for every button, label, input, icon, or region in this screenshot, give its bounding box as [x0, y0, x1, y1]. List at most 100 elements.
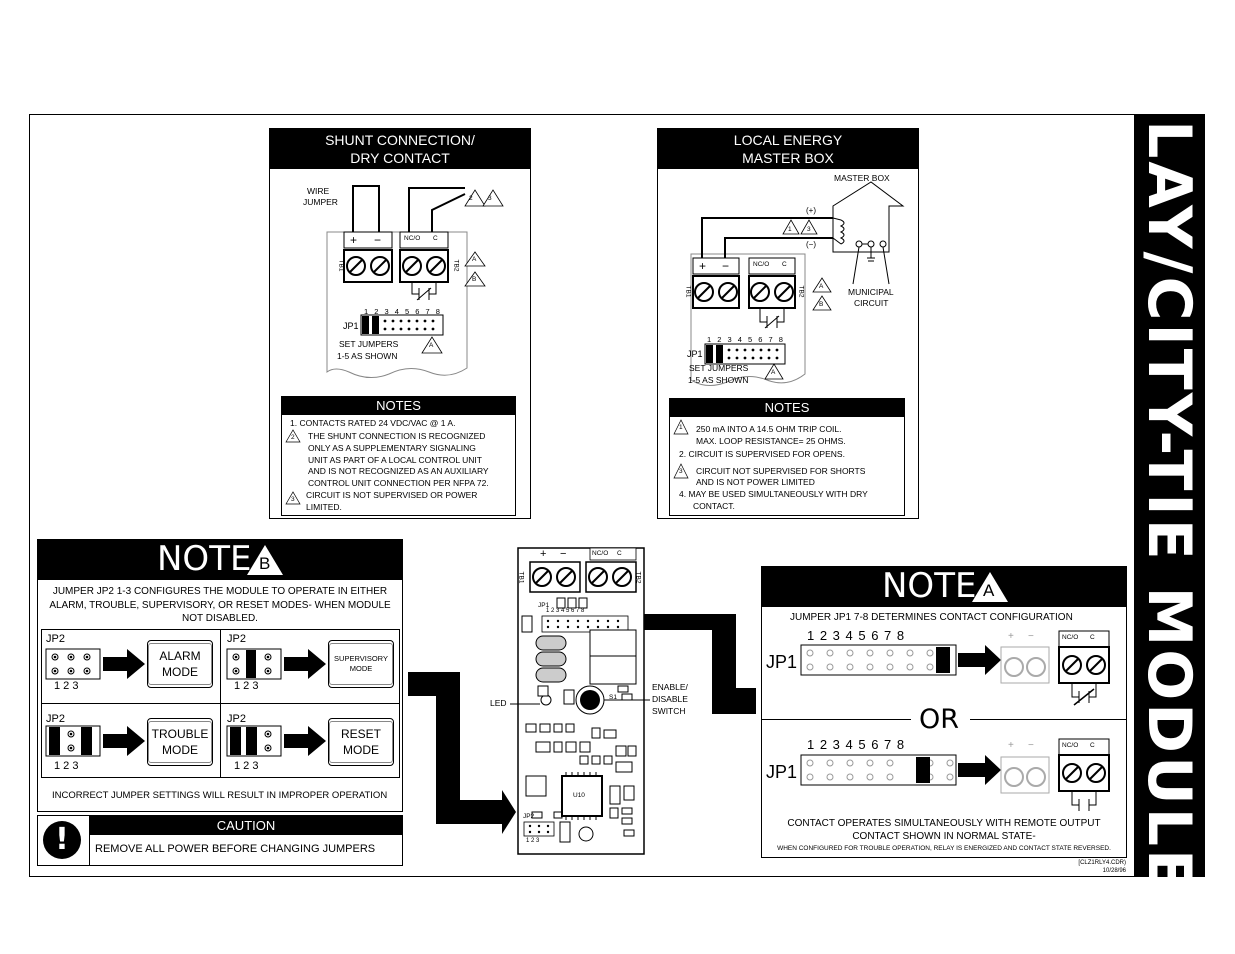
shunt-note-3-l1: CIRCUIT IS NOT SUPERVISED OR POWER: [306, 490, 478, 500]
shunt-note-3-l2: LIMITED.: [306, 502, 342, 512]
caution-header: CAUTION: [90, 816, 402, 835]
local-tb2-c: C: [782, 261, 787, 268]
note-b-desc-1: JUMPER JP2 1-3 CONFIGURES THE MODULE TO …: [52, 586, 388, 597]
trouble-mode-l2: MODE: [162, 743, 198, 757]
shunt-set-jumpers-1: SET JUMPERS: [339, 339, 399, 349]
local-note-3-l2: AND IS NOT POWER LIMITED: [696, 477, 815, 487]
local-tri-a: A: [819, 283, 824, 290]
shunt-tri-3: 3: [488, 195, 492, 202]
local-set-jumpers-1: SET JUMPERS: [689, 363, 749, 373]
shunt-title-line2: DRY CONTACT: [350, 150, 450, 166]
config1-minus: −: [1028, 631, 1034, 642]
shunt-note-2-l1: THE SHUNT CONNECTION IS RECOGNIZED: [308, 431, 486, 441]
u10-label: U10: [573, 792, 585, 799]
caution-divider: [89, 815, 90, 866]
jp1-configurations: [800, 630, 1110, 811]
local-tri-b: B: [819, 301, 824, 308]
local-tb2-nco: NC/O: [753, 261, 770, 268]
caution-exclaim-icon: !: [43, 821, 81, 859]
note-a-footer-1: CONTACT OPERATES SIMULTANEOUSLY WITH REM…: [787, 818, 1101, 829]
drawing-ref: [CLZ1RLY4.CDR): [1078, 860, 1126, 866]
title-sidebar: [1134, 114, 1205, 877]
shunt-notes-triangles: [285, 429, 301, 505]
shunt-connection-panel: SHUNT CONNECTION/ DRY CONTACT: [269, 128, 531, 519]
grid-divider-horizontal: [41, 703, 400, 704]
supervisory-mode-l2: MODE: [349, 664, 373, 673]
wire-jumper-label-1: WIRE: [307, 186, 330, 196]
shunt-jp1-label: JP1: [343, 321, 359, 331]
jp2-trouble-label: JP2: [46, 713, 65, 725]
config1-nco: NC/O: [1062, 634, 1079, 641]
municipal-label-2: CIRCUIT: [854, 298, 889, 308]
local-title-line2: MASTER BOX: [742, 150, 834, 166]
board-nco: NC/O: [592, 550, 609, 557]
local-jp-numbers: 1 2 3 4 5 6 7 8: [707, 335, 785, 344]
local-tb1-minus: −: [722, 259, 730, 273]
local-tri-1: 1: [788, 226, 792, 233]
shunt-note-2-l5: CONTROL UNIT CONNECTION PER NFPA 72.: [308, 478, 489, 488]
config2-c: C: [1090, 742, 1095, 749]
jp2-alarm-nums: 1 2 3: [54, 680, 79, 692]
local-note-tri-1: 1: [679, 424, 683, 431]
shunt-note-1: 1. CONTACTS RATED 24 VDC/VAC @ 1 A.: [290, 418, 456, 428]
municipal-label-1: MUNICIPAL: [848, 287, 894, 297]
shunt-panel-header: SHUNT CONNECTION/ DRY CONTACT: [270, 129, 530, 169]
shunt-note-tri-2: 2: [291, 434, 295, 441]
jp2-supervisory-nums: 1 2 3: [234, 680, 259, 692]
local-notes-box: NOTES: [669, 398, 905, 516]
board-c: C: [617, 550, 622, 557]
tb1-label: TB1: [337, 259, 345, 272]
sidebar-title: RELAY/CITY-TIE MODULE: [1134, 26, 1204, 894]
note-b-badge: B: [259, 554, 271, 573]
local-note-1-l1: 250 mA INTO A 14.5 OHM TRIP COIL.: [696, 424, 842, 434]
tb2-label: TB2: [452, 259, 460, 272]
incorrect-settings-warning: INCORRECT JUMPER SETTINGS WILL RESULT IN…: [52, 790, 388, 801]
config2-minus: −: [1028, 740, 1034, 751]
local-panel-header: LOCAL ENERGY MASTER BOX: [658, 129, 918, 169]
local-tb1-label: TB1: [684, 285, 692, 298]
note-a-desc: JUMPER JP1 7-8 DETERMINES CONTACT CONFIG…: [790, 612, 1073, 623]
jp2-trouble-nums: 1 2 3: [54, 760, 79, 772]
drawing-date: 10/28/96: [1102, 868, 1126, 874]
note-a-header: NOTE: [761, 566, 1127, 607]
local-note-4-l2: CONTACT.: [693, 501, 735, 511]
tb1-plus: +: [350, 233, 358, 247]
local-note-1-l2: MAX. LOOP RESISTANCE= 25 OHMS.: [696, 436, 846, 446]
config2-plus: +: [1008, 740, 1014, 751]
shunt-set-tri-a: A: [429, 342, 434, 349]
shunt-note-2-l2: ONLY AS A SUPPLEMENTARY SIGNALING: [308, 443, 476, 453]
jp2-supervisory-label: JP2: [227, 633, 246, 645]
local-note-tri-3: 3: [679, 468, 683, 475]
note-a-footer-2: CONTACT SHOWN IN NORMAL STATE-: [852, 831, 1036, 842]
or-label: OR: [919, 704, 960, 735]
local-note-4-l1: 4. MAY BE USED SIMULTANEOUSLY WITH DRY: [679, 489, 868, 499]
local-jp1-label: JP1: [687, 349, 703, 359]
local-note-2: 2. CIRCUIT IS SUPERVISED FOR OPENS.: [679, 449, 845, 459]
shunt-note-2-l3: UNIT AS PART OF A LOCAL CONTROL UNIT: [308, 455, 482, 465]
shunt-title-line1: SHUNT CONNECTION/: [325, 132, 475, 148]
config1-c: C: [1090, 634, 1095, 641]
local-note-3-l1: CIRCUIT NOT SUPERVISED FOR SHORTS: [696, 466, 866, 476]
jp1-config2-nums: 1 2 3 4 5 6 7 8: [807, 737, 905, 752]
jp1-config2-label: JP1: [766, 762, 798, 782]
jp2-reset-label: JP2: [227, 713, 246, 725]
config1-plus: +: [1008, 631, 1014, 642]
local-energy-diagram: [690, 181, 905, 386]
shunt-note-tri-3: 3: [291, 496, 295, 503]
s1-label: S1: [609, 694, 617, 701]
supervisory-mode-l1: SUPERVISORY: [334, 654, 388, 663]
or-divider-left: [761, 719, 911, 720]
alarm-mode-l2: MODE: [162, 665, 198, 679]
local-notes-triangles: [673, 419, 689, 479]
shunt-jp-numbers: 1 2 3 4 5 6 7 8: [364, 307, 442, 316]
note-a-badge: A: [983, 581, 995, 600]
note-b-header: NOTE: [37, 539, 403, 580]
board-jp1-nums: 1 2 3 4 5 6 7 8: [546, 608, 585, 614]
board-jp1: JP1: [538, 602, 550, 609]
config2-nco: NC/O: [1062, 742, 1079, 749]
local-tri-3: 3: [807, 226, 811, 233]
note-b-desc-3: NOT DISABLED.: [182, 613, 258, 624]
